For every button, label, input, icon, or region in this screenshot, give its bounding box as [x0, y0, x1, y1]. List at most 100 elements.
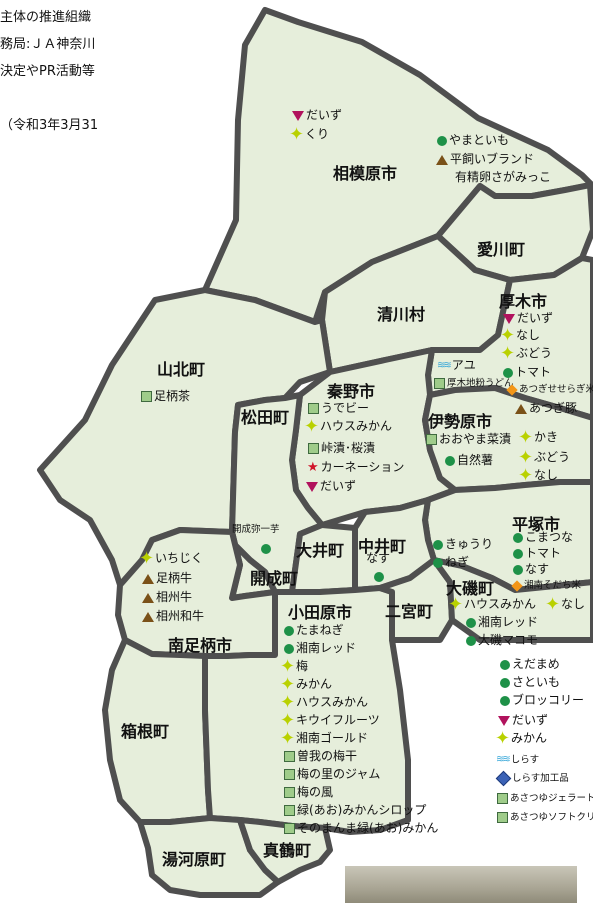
star-icon: ✦ [495, 727, 511, 749]
product-ninomiya-broccoli: ブロッコリー [500, 693, 584, 707]
label-matsuda: 松田町 [241, 408, 290, 427]
star-icon: ✦ [500, 324, 516, 346]
triangle-up-icon [142, 592, 154, 603]
label-atsugi: 厚木市 [499, 292, 548, 311]
square-icon [308, 403, 319, 414]
circle-icon [261, 543, 271, 554]
star-icon: ✦ [304, 415, 320, 437]
label-isehara: 伊勢原市 [428, 412, 493, 431]
circle-icon [500, 677, 510, 688]
product-isehara-ooyama: おおやま菜漬 [426, 432, 511, 446]
product-isehara-budo: ✦ぶどう [518, 446, 571, 468]
triangle-down-icon [306, 481, 318, 492]
product-odawara-syrup: 緑(あお)みかんシロップ [284, 803, 426, 817]
product-oiso-magokoro: 大磯マコモ [466, 633, 538, 647]
product-oiso-nashi: ✦なし [545, 593, 586, 615]
product-odawara-kiwi: ✦キウイフルーツ [280, 709, 380, 731]
triangle-down-icon [498, 715, 510, 726]
product-sagamihara-daizu: だいず [292, 108, 342, 122]
square-icon [284, 823, 295, 834]
product-ninomiya-softcream: あさつゆソフトクリーム [497, 811, 593, 825]
star-icon: ✦ [280, 709, 296, 731]
product-hadano-tsukemono: 峠漬･桜漬 [308, 441, 375, 455]
product-odawara-jam: 梅の里のジャム [284, 767, 380, 781]
product-sagamihara-hiraga: 平飼いブランド [436, 152, 534, 166]
product-odawara-tamanegi: たまねぎ [284, 623, 344, 637]
label-yugawara: 湯河原町 [162, 850, 227, 869]
product-atsugi-ayu: ≋≋アユ [437, 358, 476, 372]
product-sagamihara-egg: 有精卵さがみっこ [455, 170, 552, 184]
product-ninomiya-mikan: ✦みかん [495, 727, 548, 749]
product-ninomiya-gelato: あさつゆジェラート [497, 792, 593, 806]
circle-icon [503, 367, 513, 378]
star-icon: ✦ [280, 673, 296, 695]
wave-icon: ≋≋ [496, 754, 511, 765]
label-hakone: 箱根町 [121, 722, 170, 741]
star-icon: ✦ [518, 426, 534, 448]
triangle-up-icon [142, 573, 154, 584]
product-kaisei-imo-marker [261, 541, 273, 555]
diamond-icon [511, 579, 523, 592]
star-icon: ✦ [545, 593, 561, 615]
product-odawara-mikan: ✦みかん [280, 673, 333, 695]
product-odawara-sonomama: そのまんま緑(あお)みかん [284, 821, 438, 835]
label-hadano: 秦野市 [327, 382, 376, 401]
product-minami-soshuwagyu: 相州和牛 [142, 609, 204, 623]
square-icon [308, 443, 319, 454]
circle-icon [500, 659, 510, 670]
square-icon [497, 812, 508, 823]
product-oiso-shonanred: 湘南レッド [466, 615, 538, 629]
label-manazuru: 真鶴町 [263, 841, 312, 860]
product-minami-ashigaragyu: 足柄牛 [142, 571, 192, 585]
product-ninomiya-shirasu-kakou: しらす加工品 [495, 770, 569, 787]
label-oiso: 大磯町 [446, 579, 495, 598]
product-sagamihara-kuri: ✦くり [289, 123, 330, 145]
circle-icon [513, 548, 523, 559]
circle-icon [433, 539, 443, 550]
star-icon: ✦ [518, 446, 534, 468]
star-icon: ✦ [139, 547, 155, 569]
header-line-4: （令和3年3月31 [0, 118, 99, 133]
label-aikawa: 愛川町 [477, 240, 526, 259]
product-odawara-gold: ✦湘南ゴールド [280, 727, 369, 749]
square-icon [284, 805, 295, 816]
product-atsugi-udon: 厚木地粉うどん [434, 377, 514, 391]
product-nakai-kyuri: きゅうり [433, 537, 493, 551]
label-kaisei: 開成町 [250, 569, 299, 588]
product-ninomiya-satoimo: さといも [500, 675, 560, 689]
product-hiratsuka-nasu: なす [513, 562, 549, 576]
product-atsugi-nashi: ✦なし [500, 324, 541, 346]
square-icon [284, 751, 295, 762]
label-kiyokawa: 清川村 [377, 305, 426, 324]
product-odawara-shonanred: 湘南レッド [284, 641, 356, 655]
product-minami-ichijiku: ✦いちじく [139, 547, 204, 569]
label-odawara: 小田原市 [288, 603, 353, 622]
label-ninomiya: 二宮町 [385, 602, 434, 621]
star-icon: ✦ [280, 655, 296, 677]
product-atsugi-budo: ✦ぶどう [500, 342, 553, 364]
diamond-icon [506, 383, 518, 396]
circle-icon [374, 571, 384, 582]
square-icon [284, 769, 295, 780]
product-odawara-kaze: 梅の風 [284, 785, 333, 799]
circle-icon [445, 455, 455, 466]
product-minami-soshugyu: 相州牛 [142, 590, 192, 604]
star-icon: ★ [307, 459, 319, 475]
circle-icon [433, 557, 443, 568]
triangle-up-icon [515, 403, 527, 414]
star-icon: ✦ [280, 691, 296, 713]
product-nakai-nasu: なす [366, 551, 391, 565]
product-hiratsuka-komatsuna: こまつな [513, 530, 573, 544]
triangle-up-icon [436, 154, 448, 165]
product-hadano-daizu: だいず [306, 479, 356, 493]
square-icon [426, 434, 437, 445]
region-ninomiya [377, 557, 455, 643]
star-icon: ✦ [448, 593, 464, 615]
star-icon: ✦ [280, 727, 296, 749]
product-ninomiya-edamame: えだまめ [500, 657, 560, 671]
circle-icon [466, 635, 476, 646]
product-oiso-mikan: ✦ハウスみかん [448, 593, 537, 615]
product-hadano-carnation: ★カーネーション [307, 459, 405, 475]
triangle-down-icon [503, 313, 515, 324]
product-atsugi-rice: あつぎせせらぎ米 [505, 383, 593, 397]
